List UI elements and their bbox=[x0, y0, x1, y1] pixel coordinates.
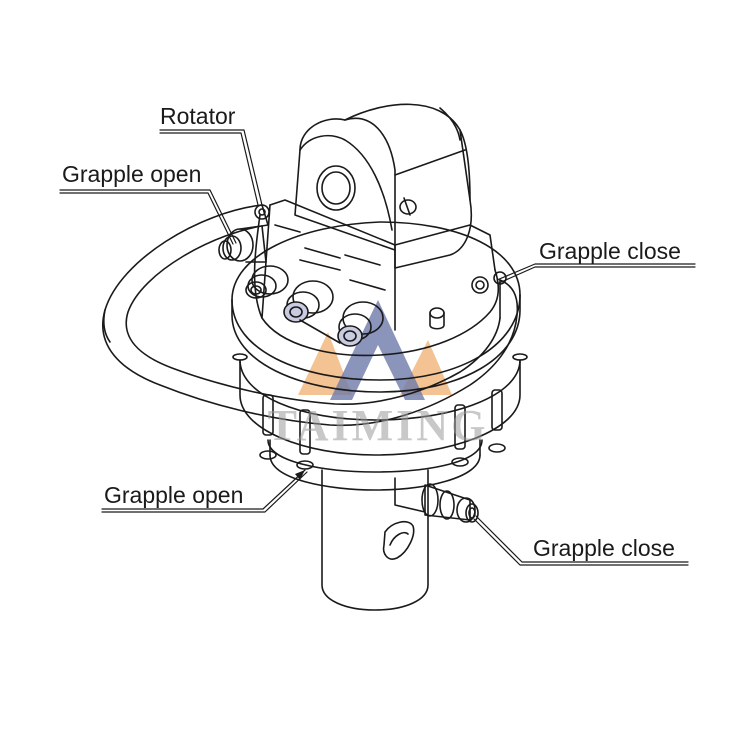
bottom-port-fitting bbox=[394, 477, 479, 523]
lower-shaft bbox=[321, 469, 429, 611]
grapple-open-bottom-label: Grapple open bbox=[104, 482, 244, 508]
rotator-leader bbox=[159, 129, 263, 206]
top-lug bbox=[294, 103, 473, 269]
rotator-label: Rotator bbox=[160, 103, 236, 129]
hydraulic-fittings bbox=[218, 225, 384, 347]
watermark-logo bbox=[298, 300, 452, 400]
watermark-text: TAIMING bbox=[268, 401, 489, 450]
leader-lines bbox=[59, 129, 696, 566]
grapple-open-top-label: Grapple open bbox=[62, 161, 202, 187]
grapple-close-bottom-leader bbox=[475, 515, 689, 563]
grapple-close-bottom-label: Grapple close bbox=[533, 535, 675, 561]
grapple-close-right-label: Grapple close bbox=[539, 238, 681, 264]
grapple-open-top-leader bbox=[59, 189, 237, 244]
u-frame bbox=[102, 204, 519, 427]
grapple-open-bottom-leader bbox=[101, 469, 306, 510]
grapple-close-right-leader bbox=[496, 263, 696, 281]
